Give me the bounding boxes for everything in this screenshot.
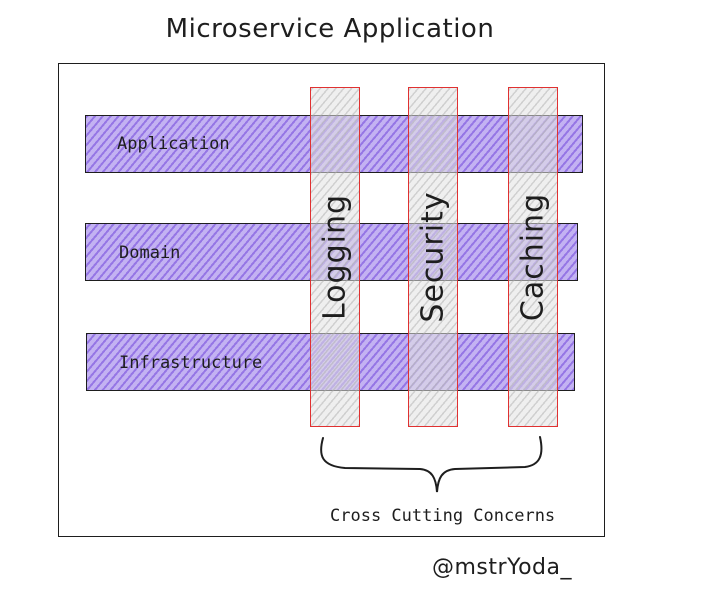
layer-domain-label: Domain [119, 243, 181, 263]
layer-infrastructure-label: Infrastructure [119, 353, 263, 373]
application-frame [58, 63, 605, 537]
concern-security: Security [408, 87, 458, 427]
concern-logging: Logging [310, 87, 360, 427]
layer-application-label: Application [117, 134, 230, 154]
concern-caching: Caching [508, 87, 558, 427]
cross-cutting-concerns-label: Cross Cutting Concerns [330, 506, 556, 526]
author-handle: @mstrYoda_ [432, 555, 572, 580]
diagram-title: Microservice Application [165, 14, 495, 44]
